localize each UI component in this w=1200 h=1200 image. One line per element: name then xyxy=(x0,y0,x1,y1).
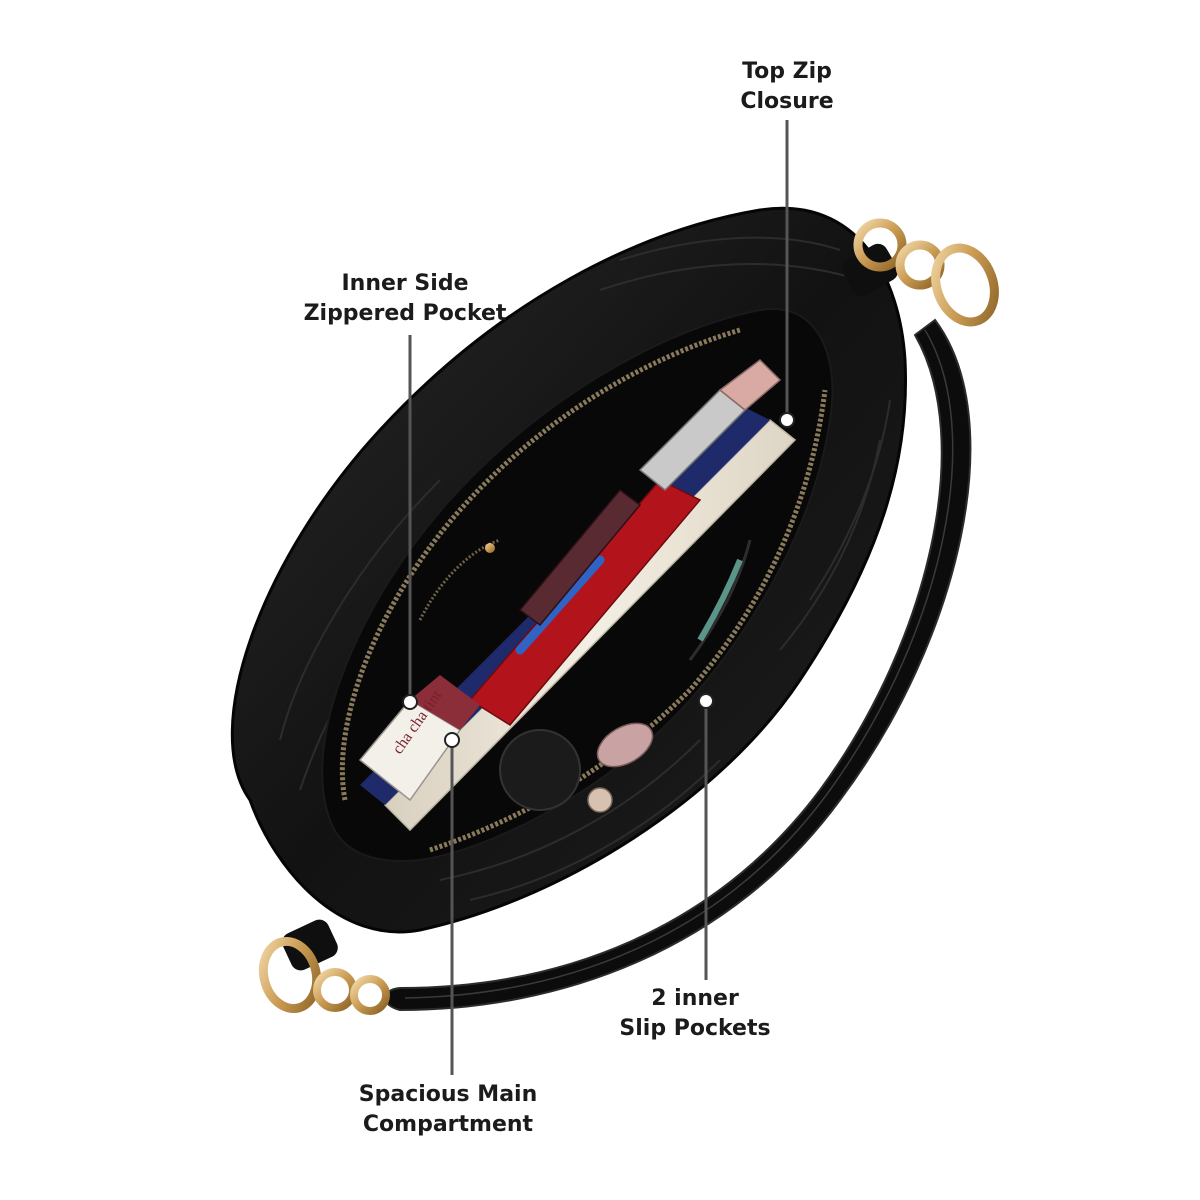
callout-dot-main-compartment xyxy=(444,732,460,748)
bottom-left-hardware xyxy=(258,919,390,1015)
tint-bottle-item xyxy=(358,675,480,802)
lipstick-item xyxy=(638,359,782,492)
callout-main-compartment-line1: Spacious Main xyxy=(358,1082,538,1107)
callout-slip-pockets-line1: 2 inner xyxy=(651,986,739,1011)
callout-main-compartment-line2: Compartment xyxy=(362,1112,534,1137)
callout-dot-top-zip xyxy=(779,412,795,428)
callout-dot-slip-pockets xyxy=(698,693,714,709)
slip-pocket-seam xyxy=(688,539,752,661)
callout-dot-inner-side-pocket xyxy=(402,694,418,710)
callout-slip-pockets-line2: Slip Pockets xyxy=(619,1016,771,1041)
callout-spacious-main-compartment: Spacious Main Compartment xyxy=(359,1080,538,1140)
top-zipper-left xyxy=(339,327,741,801)
top-right-hardware xyxy=(842,218,999,327)
callout-top-zip-closure: Top Zip Closure xyxy=(740,57,833,117)
callout-inner-side-line1: Inner Side xyxy=(341,271,469,296)
callout-inner-side-line2: Zippered Pocket xyxy=(303,301,507,326)
callout-top-zip-line2: Closure xyxy=(740,89,834,114)
callout-two-inner-slip-pockets: 2 inner Slip Pockets xyxy=(619,984,770,1044)
mascara-item xyxy=(518,488,642,627)
callout-top-zip-line1: Top Zip xyxy=(742,59,832,84)
compact-items xyxy=(499,722,654,813)
callout-inner-side-zippered-pocket: Inner Side Zippered Pocket xyxy=(304,269,507,329)
